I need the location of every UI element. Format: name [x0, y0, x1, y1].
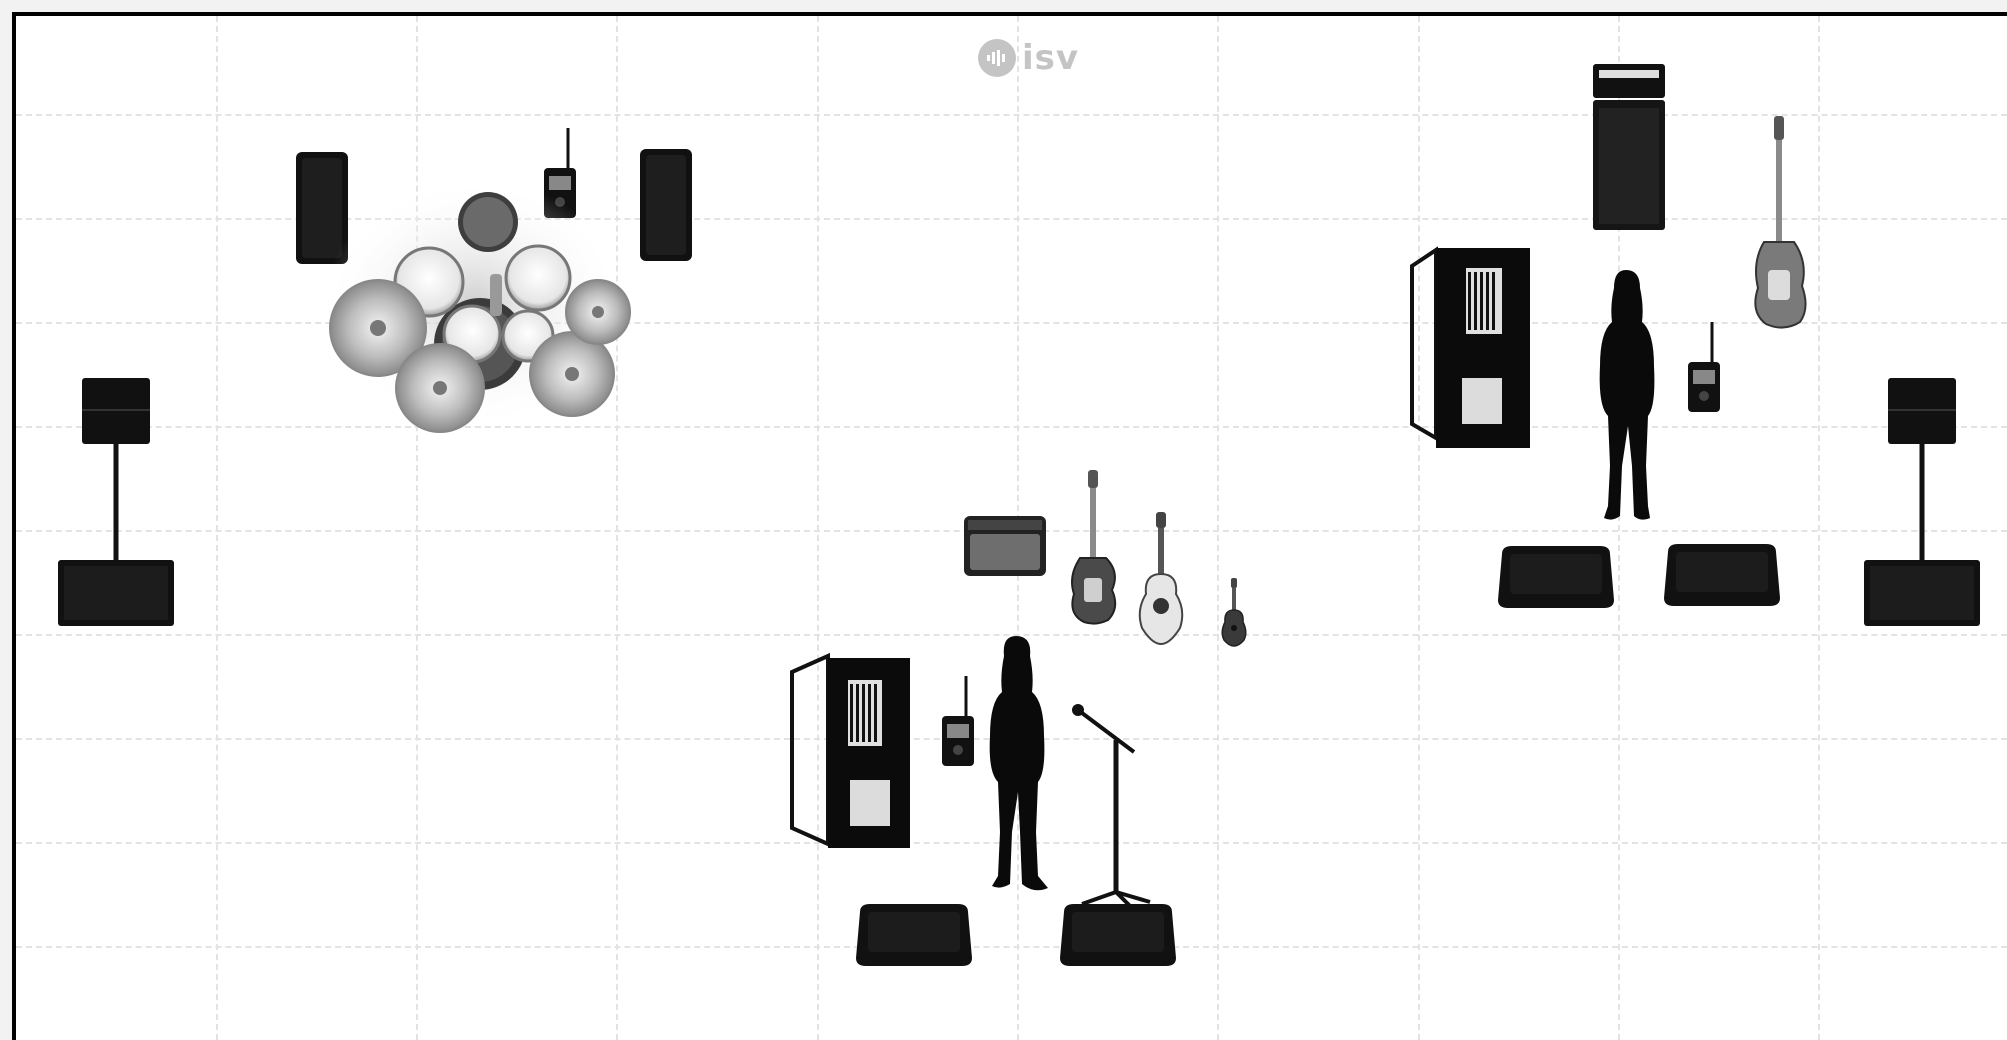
performer-silhouette-center	[982, 632, 1054, 896]
drum-side-speaker-right[interactable]	[638, 147, 694, 263]
bass-guitar[interactable]	[1744, 112, 1814, 334]
grid-line	[16, 114, 2007, 116]
stage-canvas: isv	[12, 12, 2007, 1040]
in-ear-receiver-center[interactable]	[938, 674, 978, 770]
electric-guitar[interactable]	[1066, 468, 1122, 626]
monitor-wedge-center-1[interactable]	[854, 902, 974, 968]
grid-line	[216, 16, 218, 1040]
pa-stack-left[interactable]	[52, 374, 176, 630]
performer-silhouette-right	[1592, 266, 1662, 528]
keyboard-table-center[interactable]	[786, 644, 916, 860]
grid-line	[616, 16, 618, 1040]
microphone-stand[interactable]	[1064, 696, 1154, 922]
guitar-combo-amp[interactable]	[962, 514, 1048, 578]
logo-text: isv	[1022, 38, 1079, 78]
grid-line	[1418, 16, 1420, 1040]
bass-amp-stack[interactable]	[1591, 62, 1667, 234]
monitor-wedge-right-1[interactable]	[1496, 544, 1616, 610]
monitor-wedge-center-2[interactable]	[1058, 902, 1178, 968]
ukulele[interactable]	[1220, 576, 1248, 648]
monitor-wedge-right-2[interactable]	[1662, 542, 1782, 608]
pa-stack-right[interactable]	[1862, 374, 1986, 630]
grid-line	[817, 16, 819, 1040]
grid-line	[1818, 16, 1820, 1040]
grid-line	[1217, 16, 1219, 1040]
grid-line	[416, 16, 418, 1040]
in-ear-receiver-right[interactable]	[1684, 320, 1724, 416]
grid-line	[16, 946, 2007, 948]
drum-kit[interactable]	[314, 174, 634, 434]
keyboard-table-right[interactable]	[1406, 238, 1536, 458]
acoustic-guitar[interactable]	[1134, 510, 1188, 646]
isv-logo: isv	[978, 38, 1079, 78]
sound-wave-icon	[978, 39, 1016, 77]
